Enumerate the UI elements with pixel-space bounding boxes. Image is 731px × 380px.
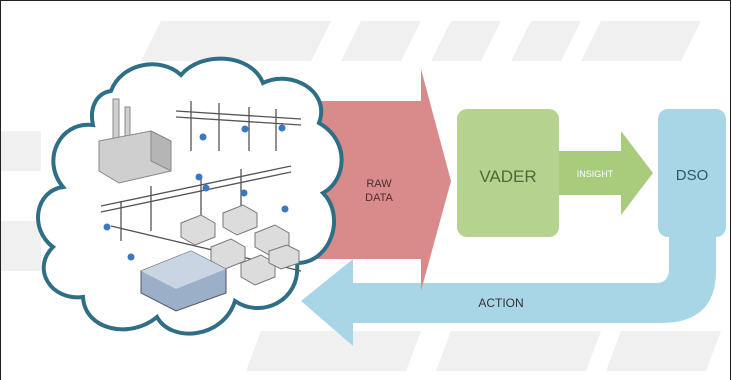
raw-data-label-line1: RAW [366,178,392,190]
insight-arrow: INSIGHT [559,131,653,215]
vader-box: VADER [457,109,559,237]
action-arrow: ACTION [301,231,716,346]
factory-icon [140,250,227,312]
insight-label: INSIGHT [577,169,614,179]
vader-label: VADER [479,167,536,186]
watermark-background [1,21,721,371]
sensor-dot-icon [103,124,289,261]
dso-box: DSO [658,109,726,237]
raw-data-label-line2: DATA [365,192,393,204]
action-label: ACTION [478,296,523,310]
house-icon [180,204,300,286]
dso-label: DSO [676,167,709,184]
power-plant-icon [98,98,172,184]
